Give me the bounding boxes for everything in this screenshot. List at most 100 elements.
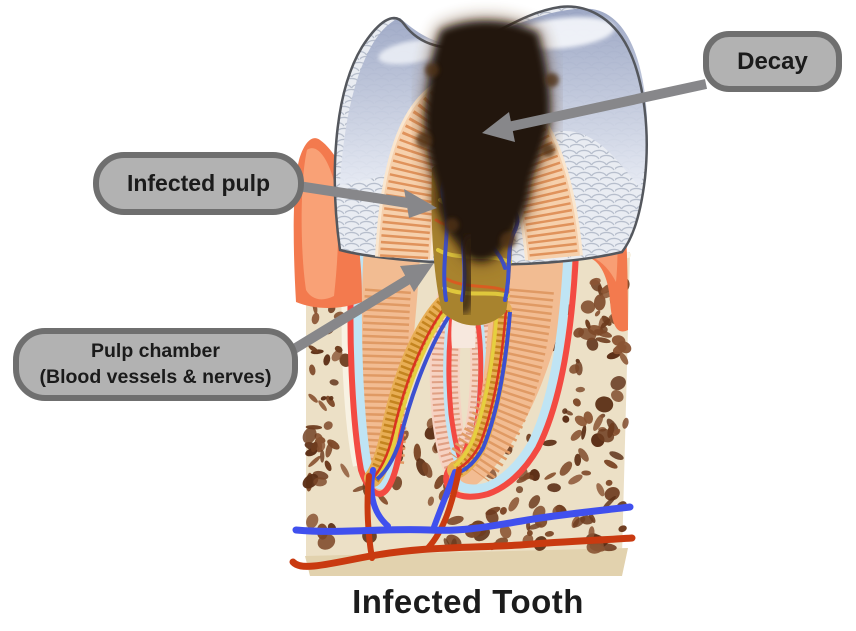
bone-spot: [302, 427, 317, 444]
bone-spot: [600, 318, 611, 329]
bone-spot: [320, 449, 325, 463]
bone-spot: [323, 354, 331, 366]
diagram-title: Infected Tooth: [352, 583, 584, 620]
bone-spot: [529, 474, 534, 480]
pulp-chamber-arrow: [278, 274, 412, 362]
bone-spot: [526, 521, 531, 531]
blue-vessel-main: [292, 503, 634, 535]
left-canal-rungs: [367, 300, 449, 483]
bone-spot: [596, 483, 605, 497]
bone-spot: [569, 364, 580, 374]
bone-spot: [446, 515, 464, 525]
root-canal-left: [364, 296, 454, 487]
bone-spot: [617, 341, 632, 354]
bone-spot: [594, 329, 613, 338]
bone-spot: [572, 516, 586, 528]
bone-spot: [622, 417, 629, 429]
bone-spot: [499, 524, 512, 539]
bone-spot: [595, 396, 614, 413]
bone-spot: [306, 513, 319, 529]
bone-spot: [542, 439, 557, 447]
bone-spot: [619, 352, 629, 365]
bone-spot: [544, 472, 557, 480]
bone-spot: [422, 462, 433, 478]
bone-spot: [574, 453, 582, 466]
bone-spot: [308, 393, 318, 403]
bone-spot: [593, 414, 604, 431]
bone-spot: [612, 428, 621, 436]
pulp-chamber-arrowhead-icon: [400, 263, 434, 292]
bone-spot: [544, 531, 554, 537]
bone-spot: [573, 327, 585, 338]
bone-spot: [618, 525, 627, 533]
decay-root-streak: [457, 233, 477, 315]
bone-spot: [562, 415, 570, 423]
bone-spot: [580, 300, 596, 314]
infected-pulp-arrow: [297, 181, 409, 208]
bone-spot: [597, 284, 604, 297]
bone-spot: [334, 345, 343, 353]
bone-spot: [323, 421, 333, 430]
bone-spot: [581, 424, 587, 440]
red-vessel-main: [289, 534, 636, 570]
bone-spot: [602, 496, 616, 510]
bone-spot: [581, 470, 592, 476]
bone-spot: [413, 443, 422, 462]
bone-spot: [324, 460, 332, 472]
root-canal-right: [447, 301, 512, 479]
bone-spot: [589, 544, 606, 552]
pulp-chamber-label: Pulp chamber (Blood vessels & nerves): [13, 328, 298, 401]
bone-spot: [325, 395, 335, 408]
bone-spot: [310, 441, 318, 453]
red-vessel-branch-left: [364, 473, 375, 561]
bone-spot: [547, 483, 561, 493]
bone-spot: [515, 486, 524, 494]
bone-spot: [434, 474, 445, 490]
bone-spot: [302, 473, 319, 489]
pulp-chamber-label-line2: (Blood vessels & nerves): [39, 365, 272, 388]
bone-spot: [570, 429, 582, 441]
bone-spot: [340, 463, 350, 478]
right-root-striations: [448, 287, 554, 484]
bone-spot: [329, 379, 339, 386]
bone-spot: [526, 530, 533, 537]
bone-spot: [325, 442, 333, 458]
decay-label-text: Decay: [737, 47, 808, 75]
alveolar-vessels: [289, 467, 636, 570]
right-canal-vein: [458, 311, 512, 474]
infected-pulp-label: Infected pulp: [93, 152, 304, 215]
bone-spot: [311, 312, 320, 325]
bone-spot: [604, 459, 618, 469]
bone-spot: [586, 337, 599, 351]
bone-spot: [578, 448, 589, 462]
right-canal-nerve: [453, 309, 499, 468]
bone-spot: [318, 400, 327, 412]
decay-fuzz: [416, 63, 559, 248]
left-canal-nerve: [374, 306, 451, 478]
bone-spot: [320, 396, 327, 401]
left-root-cementum: [352, 251, 400, 490]
bone-spot: [572, 398, 581, 407]
bone-spot: [605, 479, 613, 486]
bone-spot: [609, 451, 624, 460]
bone-spot: [309, 364, 316, 376]
bone-spot: [314, 433, 324, 443]
bone-spot: [575, 386, 585, 393]
bone-spot: [327, 439, 340, 450]
bone-spot: [568, 474, 583, 485]
left-canal-vein: [375, 310, 454, 481]
left-canal-artery: [373, 305, 447, 478]
right-canal-artery: [456, 309, 508, 471]
bone-spot: [588, 526, 595, 540]
decay-mass: [424, 20, 551, 262]
bone-spot: [314, 441, 326, 453]
decay-label: Decay: [703, 31, 842, 92]
bone-spot: [508, 497, 520, 512]
bone-spot: [597, 428, 615, 443]
red-vessel-branch-right: [425, 467, 462, 551]
decay-region: [416, 14, 559, 315]
blue-vessel-branch-right: [431, 469, 458, 530]
bone-spot: [313, 477, 327, 487]
bone-spot: [328, 395, 334, 401]
